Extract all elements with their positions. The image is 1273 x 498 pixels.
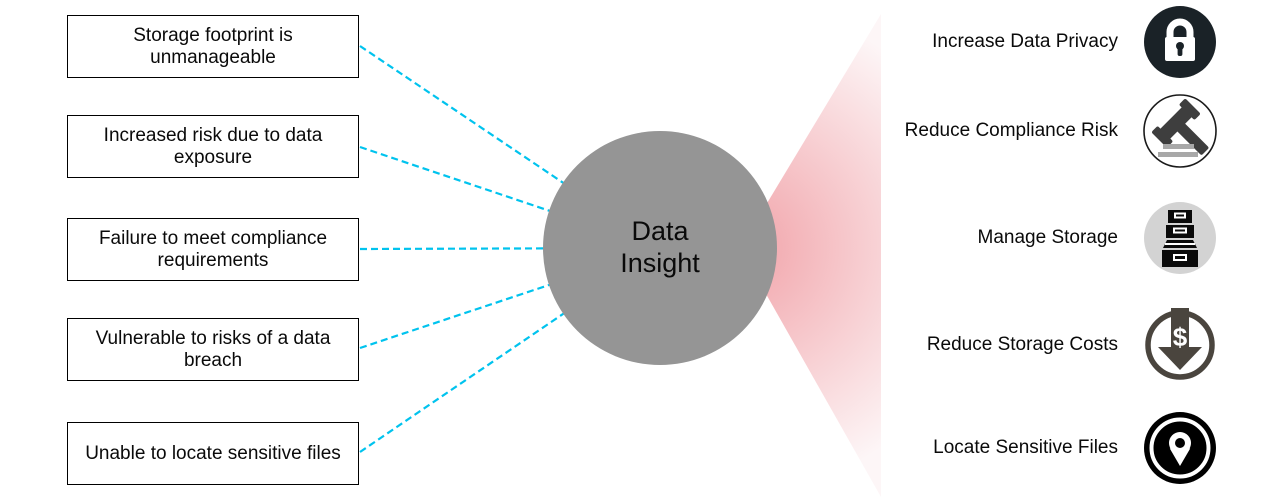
connector-line-4: [359, 246, 661, 350]
lock-icon: [1144, 6, 1216, 78]
funnel-shape: [740, 14, 881, 497]
outcome-row-privacy: Increase Data Privacy: [890, 2, 1220, 82]
hub-circle: Data Insight: [543, 131, 777, 365]
outcome-label: Manage Storage: [977, 226, 1119, 248]
gavel-icon: [1143, 94, 1217, 168]
outcome-label: Increase Data Privacy: [932, 30, 1118, 52]
problem-box-data-breach: Vulnerable to risks of a data breach: [67, 318, 359, 381]
outcome-row-locate: Locate Sensitive Files: [890, 408, 1220, 488]
outcome-label: Reduce Compliance Risk: [904, 119, 1118, 141]
dollar-down-arrow-icon: $: [1145, 308, 1215, 380]
problem-label: Storage footprint is unmanageable: [133, 24, 293, 68]
problem-box-data-exposure: Increased risk due to data exposure: [67, 115, 359, 178]
problem-label: Failure to meet compliance requirements: [98, 227, 328, 271]
outcome-label: Locate Sensitive Files: [933, 436, 1118, 458]
location-pin-icon: [1144, 412, 1216, 484]
hub-label: Data Insight: [620, 216, 700, 278]
problem-box-compliance-failure: Failure to meet compliance requirements: [67, 218, 359, 281]
connector-line-3: [359, 246, 661, 251]
storage-drawers-icon: [1144, 202, 1216, 274]
problem-box-storage-footprint: Storage footprint is unmanageable: [67, 15, 359, 78]
problem-label: Increased risk due to data exposure: [103, 124, 323, 168]
outcome-row-costs: Reduce Storage Costs $: [890, 305, 1220, 385]
outcome-row-storage: Manage Storage: [890, 198, 1220, 278]
outcome-row-compliance: Reduce Compliance Risk: [890, 91, 1220, 171]
problem-box-locate-files: Unable to locate sensitive files: [67, 422, 359, 485]
outcome-label: Reduce Storage Costs: [926, 333, 1118, 355]
problem-label: Vulnerable to risks of a data breach: [95, 327, 331, 371]
connector-line-2: [359, 145, 661, 250]
problem-label: Unable to locate sensitive files: [85, 442, 341, 464]
dollar-sign-glyph: $: [1173, 322, 1188, 352]
